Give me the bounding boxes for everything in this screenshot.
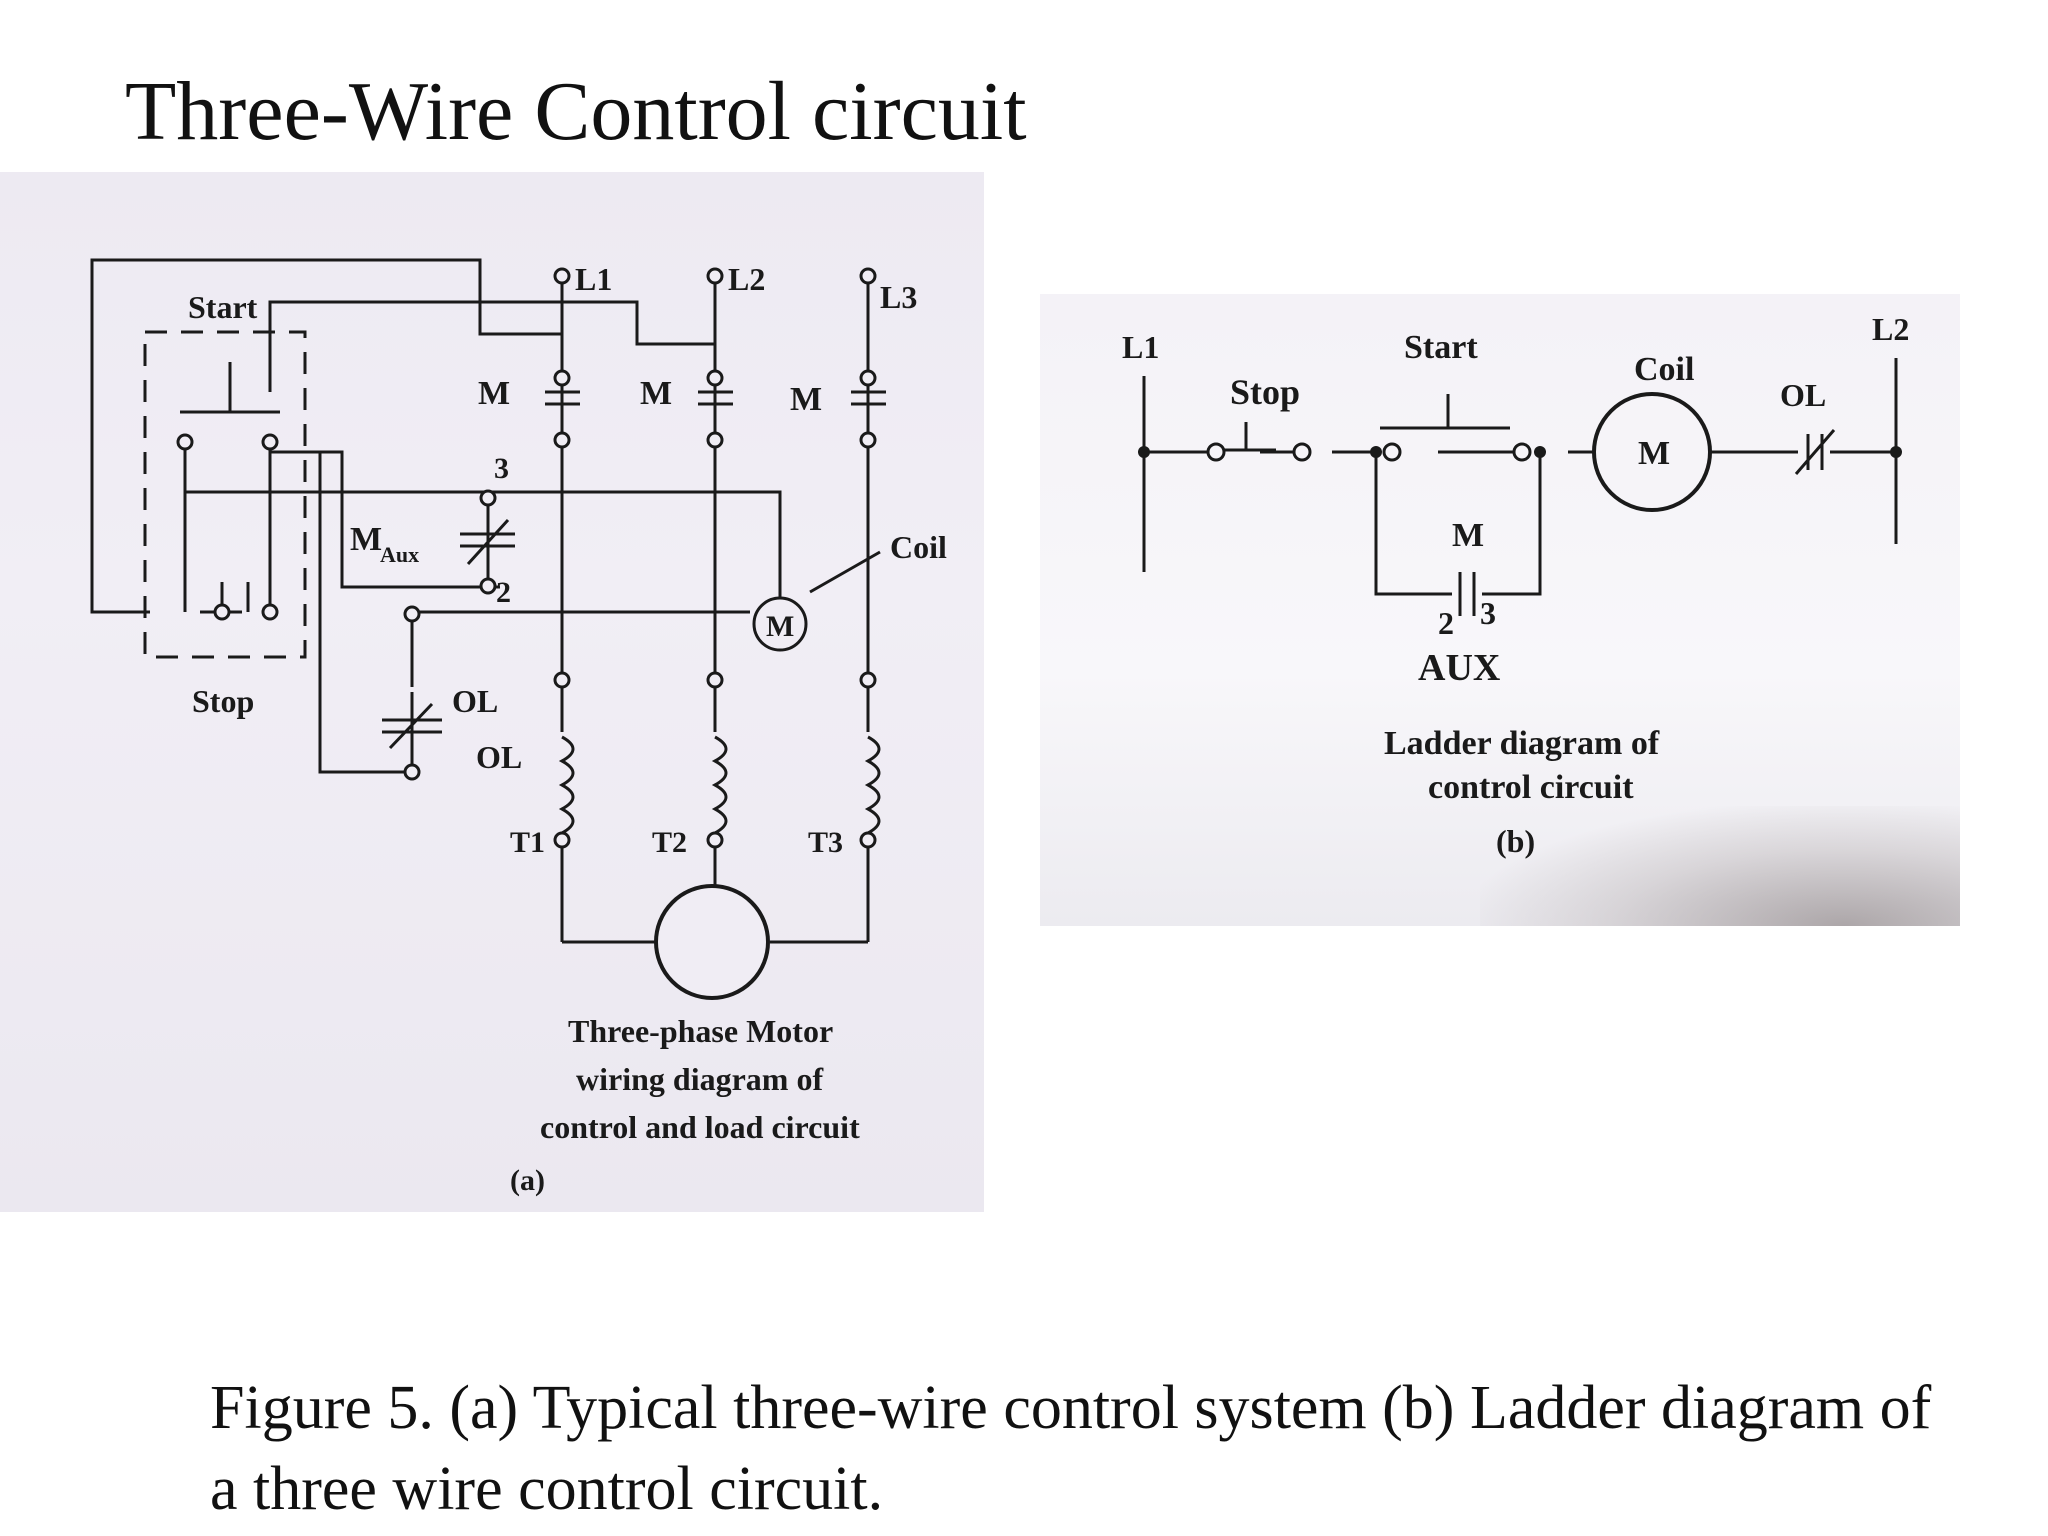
figure-a-label-start: Start [188,289,258,325]
figure-b-label-aux-m: M [1452,517,1484,554]
figure-b-diagram: L1 L2 Stop Start Coil OL M M 2 3 AUX Lad… [1122,311,1909,859]
figure-a-caption-line3: control and load circuit [540,1109,860,1145]
figure-a-label-m3: M [790,381,822,418]
figure-a-label-2: 2 [496,576,511,609]
figure-a-label-ol-contact: OL [452,683,498,719]
figure-a-label-3: 3 [494,452,509,485]
figure-b-caption-tag: (b) [1496,823,1535,859]
figure-b-label-ol: OL [1780,377,1826,413]
figure-b-label-stop: Stop [1230,372,1300,412]
figure-caption: Figure 5. (a) Typical three-wire control… [210,1374,1932,1523]
figure-a-label-coil: Coil [890,529,947,565]
figure-a-label-t1: T1 [510,826,545,859]
figure-b-label-coil: Coil [1634,351,1694,388]
figure-a-caption-line1: Three-phase Motor [568,1013,833,1049]
figure-a-label-m1: M [478,375,510,412]
slide-title: Three-Wire Control circuit [125,65,1027,158]
figure-a-label-l2: L2 [728,261,765,297]
figure-a-label-aux: Aux [380,542,419,567]
figure-b-label-start: Start [1404,329,1478,366]
figure-a-motor-circle [654,884,770,1000]
figure-b-shadow [1480,806,1960,926]
figure-a-label-maux: M [350,521,382,558]
figure-a-label-l1: L1 [575,261,612,297]
figure-a-photo: Start Stop L1 L2 L3 M M M 3 M Aux 2 Coil… [0,172,984,1212]
figure-b-coil-circle [1592,392,1712,512]
figure-b-label-l1: L1 [1122,329,1159,365]
figure-b-label-2: 2 [1438,605,1454,641]
figure-a-label-t3: T3 [808,826,843,859]
figure-a-label-m2: M [640,375,672,412]
figure-a-caption-tag: (a) [510,1164,545,1197]
figure-b-label-l2: L2 [1872,311,1909,347]
figure-b-caption-line1: Ladder diagram of [1384,725,1660,762]
figure-a-label-stop: Stop [192,683,254,719]
figure-b-photo: L1 L2 Stop Start Coil OL M M 2 3 AUX Lad… [1040,294,1960,926]
figure-a-label-t2: T2 [652,826,687,859]
figure-a-diagram: Start Stop L1 L2 L3 M M M 3 M Aux 2 Coil… [90,258,947,1197]
figure-a-coil-circle [752,596,808,652]
figure-a-caption-line2: wiring diagram of [576,1061,823,1097]
figure-a-label-l3: L3 [880,279,917,315]
figure-b-caption-line2: control circuit [1428,769,1634,806]
figure-b-label-aux: AUX [1418,647,1500,689]
figure-b-label-coil-m: M [1638,435,1670,472]
figure-a-label-coil-m: M [766,610,794,643]
figure-a-label-ol-heater: OL [476,739,522,775]
figure-b-label-3: 3 [1480,595,1496,631]
